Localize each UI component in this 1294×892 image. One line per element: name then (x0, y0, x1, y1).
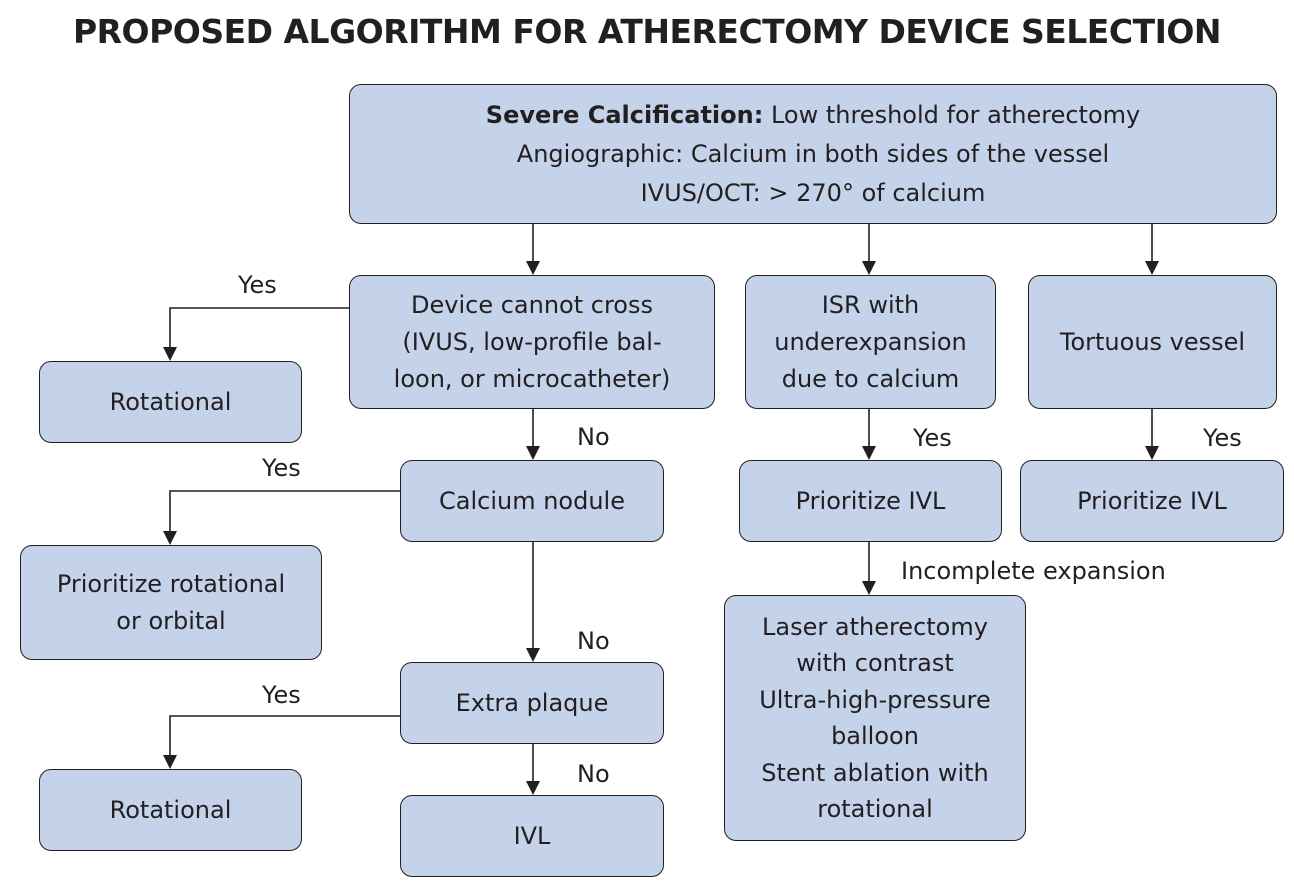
ivl-label: IVL (513, 821, 551, 850)
edge-label-no: No (577, 760, 610, 788)
edge-label-yes: Yes (262, 454, 301, 482)
laser-line-6: rotational (817, 795, 933, 823)
prioritize-rot-line-2: or orbital (116, 606, 226, 635)
laser-line-3: Ultra-high-pressure (759, 685, 991, 714)
arrowhead (526, 781, 540, 795)
arrowhead (163, 531, 177, 545)
edge-label-no: No (577, 627, 610, 655)
calcium-nodule-label: Calcium nodule (439, 486, 625, 515)
ivl-box: IVL (400, 795, 664, 877)
device-line-2: (IVUS, low-profile bal- (402, 327, 662, 356)
tortuous-vessel-box: Tortuous vessel (1028, 275, 1277, 409)
severe-line-1: Severe Calcification: Low threshold for … (486, 96, 1140, 135)
isr-box: ISR with underexpansion due to calcium (745, 275, 996, 409)
edge-label-no: No (577, 423, 610, 451)
arrowhead (526, 446, 540, 460)
arrowhead (526, 261, 540, 275)
rotational-box-2: Rotational (39, 769, 302, 851)
arrow-device-to-rotational (169, 307, 349, 348)
edge-label-yes: Yes (913, 424, 952, 452)
rotational-2-label: Rotational (109, 795, 232, 824)
severe-bold: Severe Calcification: (485, 100, 764, 129)
arrow-nodule-to-prioritize (169, 490, 400, 532)
severe-calcification-box: Severe Calcification: Low threshold for … (349, 84, 1277, 224)
prioritize-rot-line-1: Prioritize rotational (56, 569, 286, 598)
laser-line-2: with contrast (796, 649, 954, 677)
arrowhead (1145, 261, 1159, 275)
severe-line-1-rest: Low threshold for atherectomy (763, 100, 1141, 129)
edge-label-yes: Yes (1203, 424, 1242, 452)
tortuous-line-1: Tortuous vessel (1059, 327, 1246, 356)
calcium-nodule-box: Calcium nodule (400, 460, 664, 542)
prioritize-ivl-2-label: Prioritize IVL (1077, 486, 1227, 515)
arrowhead (862, 261, 876, 275)
severe-line-2: Angiographic: Calcium in both sides of t… (516, 139, 1110, 168)
laser-atherectomy-box: Laser atherectomy with contrast Ultra-hi… (724, 595, 1026, 841)
laser-line-4: balloon (831, 722, 919, 750)
prioritize-ivl-box-1: Prioritize IVL (739, 460, 1002, 542)
arrow-extra-to-rotational (169, 715, 400, 756)
arrowhead (862, 581, 876, 595)
rotational-box-1: Rotational (39, 361, 302, 443)
arrowhead (163, 755, 177, 769)
device-line-3: loon, or microcatheter) (393, 364, 671, 393)
arrowhead (163, 347, 177, 361)
edge-label-incomplete-expansion: Incomplete expansion (901, 557, 1166, 585)
arrowhead (1145, 446, 1159, 460)
edge-label-yes: Yes (262, 681, 301, 709)
extra-plaque-box: Extra plaque (400, 662, 664, 744)
page-title: PROPOSED ALGORITHM FOR ATHERECTOMY DEVIC… (72, 12, 1222, 51)
arrowhead (862, 446, 876, 460)
device-line-1: Device cannot cross (411, 290, 653, 319)
laser-line-5: Stent ablation with (761, 758, 989, 787)
isr-line-2: underexpansion (774, 327, 967, 356)
rotational-1-label: Rotational (109, 387, 232, 416)
prioritize-ivl-1-label: Prioritize IVL (795, 486, 946, 515)
arrowhead (526, 648, 540, 662)
extra-plaque-label: Extra plaque (455, 688, 609, 717)
device-cannot-cross-box: Device cannot cross (IVUS, low-profile b… (349, 275, 715, 409)
edge-label-yes: Yes (238, 271, 277, 299)
isr-line-3: due to calcium (781, 364, 960, 393)
prioritize-rotational-orbital-box: Prioritize rotational or orbital (20, 545, 322, 660)
isr-line-1: ISR with (821, 290, 920, 319)
severe-line-3: IVUS/OCT: > 270° of calcium (640, 178, 986, 207)
prioritize-ivl-box-2: Prioritize IVL (1020, 460, 1284, 542)
laser-line-1: Laser atherectomy (762, 612, 988, 641)
